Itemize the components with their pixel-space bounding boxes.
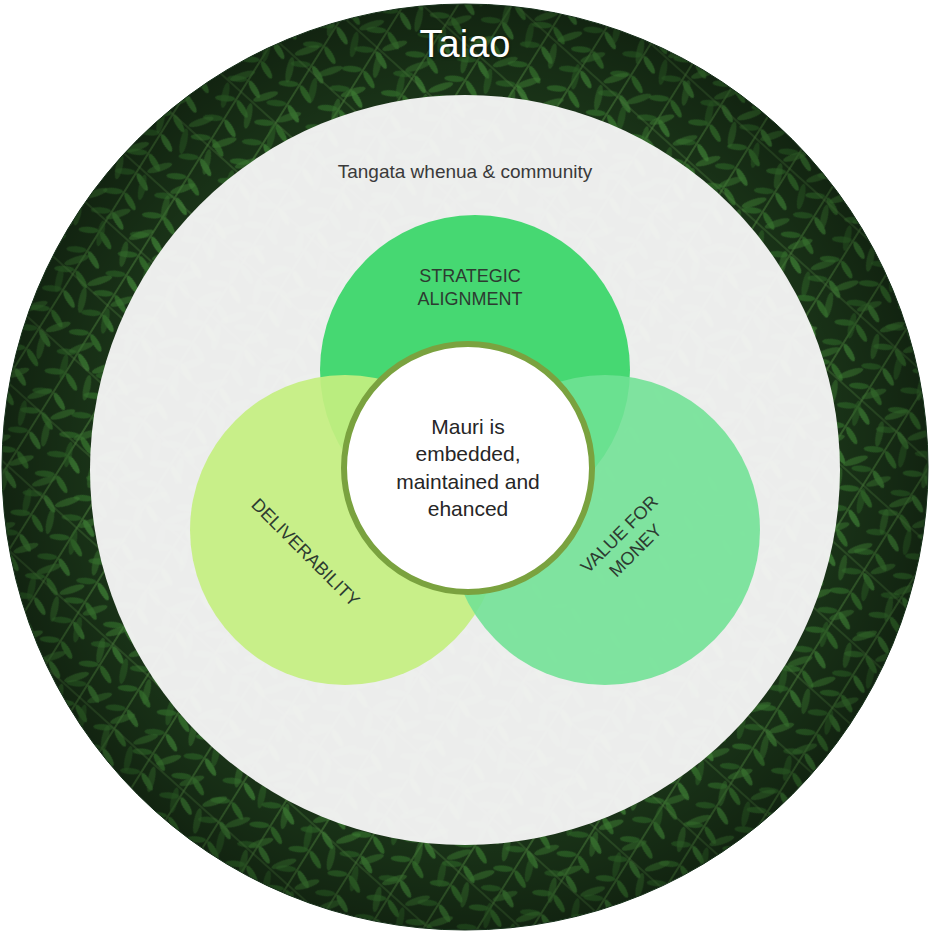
circle-shape xyxy=(344,344,592,592)
circle-shape xyxy=(90,95,840,845)
circle-shape xyxy=(2,4,928,930)
circle-label: Tangata whenua & community xyxy=(335,160,595,185)
circle-label: Mauri is embedded, maintained and ehance… xyxy=(383,413,553,522)
circle-label: Taiao xyxy=(345,20,585,69)
community-circle: Tangata whenua & communitySTRATEGIC ALIG… xyxy=(90,95,840,845)
circle-label: STRATEGIC ALIGNMENT xyxy=(385,265,555,312)
circle-outline xyxy=(340,340,596,596)
mauri-circle: Mauri is embedded, maintained and ehance… xyxy=(340,340,596,596)
